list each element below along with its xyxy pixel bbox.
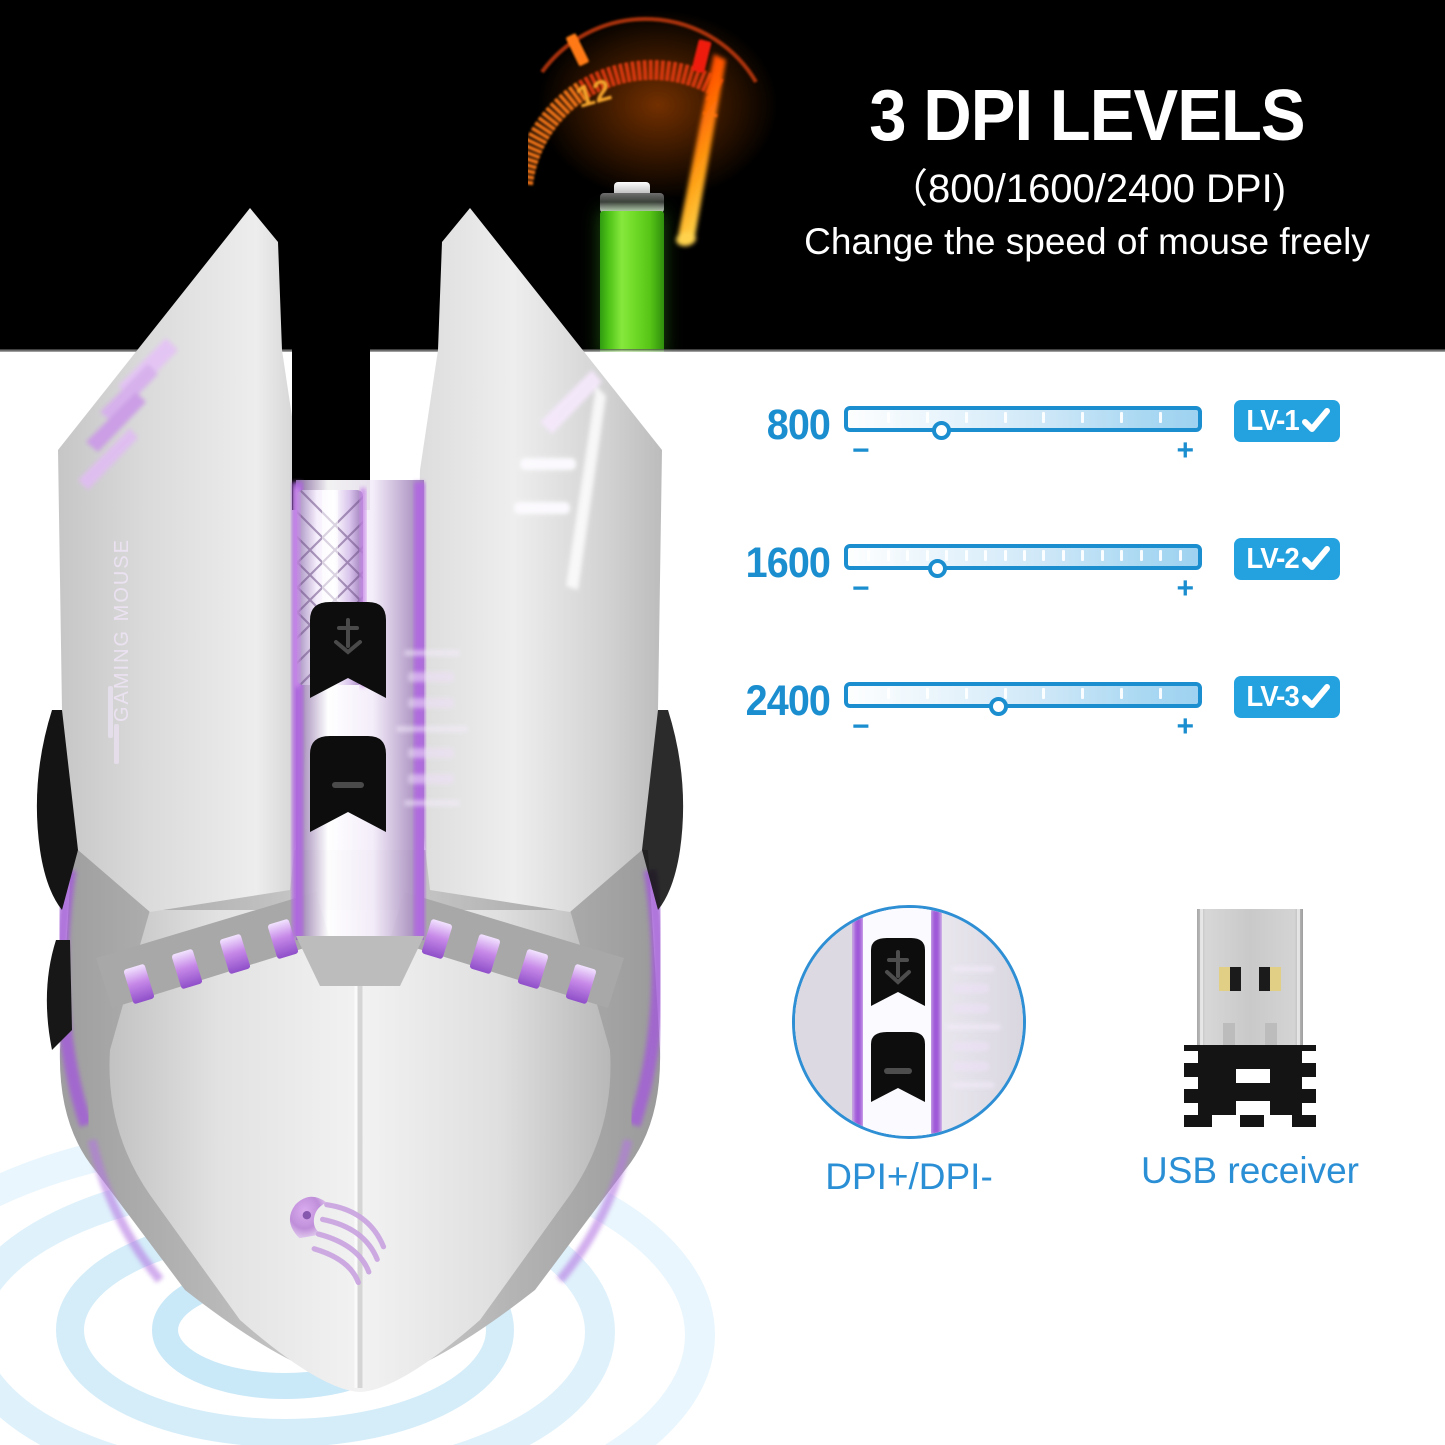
- decrease-sign: −: [852, 572, 870, 605]
- dpi-row: 1600 − + LV-2: [722, 530, 1445, 630]
- feature-callouts: DPI+/DPI-: [760, 905, 1420, 1235]
- slider-track[interactable]: [844, 544, 1202, 570]
- gaming-mouse-illustration: GAMING MOUSE: [36, 208, 684, 1392]
- page-title: 3 DPI LEVELS: [869, 76, 1305, 156]
- battery-cell: [600, 211, 664, 352]
- header-text-block: 3 DPI LEVELS （800/1600/2400 DPI) Change …: [742, 78, 1432, 266]
- dpi-value-label: 800: [766, 401, 831, 449]
- slider-thumb[interactable]: [931, 421, 951, 440]
- decrease-sign: −: [852, 434, 870, 467]
- dpi-plus-button: [310, 602, 386, 698]
- tagline: Change the speed of mouse freely: [804, 221, 1370, 262]
- gauge-needle: [676, 54, 726, 247]
- slider-ticks: [848, 548, 1198, 566]
- slider-ticks: [848, 686, 1198, 704]
- slider-ticks: [848, 410, 1198, 428]
- slider-thumb[interactable]: [988, 697, 1008, 716]
- dpi-slider[interactable]: − +: [844, 530, 1202, 610]
- increase-sign: +: [1176, 572, 1194, 605]
- dpi-values-subtitle: （800/1600/2400 DPI): [887, 167, 1287, 211]
- dpi-levels-panel: 800 − + LV-1 1600: [722, 382, 1445, 772]
- check-icon: [1302, 546, 1331, 570]
- battery-icon: [596, 182, 668, 352]
- dpi-level-label: LV-3: [1246, 681, 1299, 713]
- dpi-level-label: LV-2: [1246, 543, 1299, 575]
- zoom-circle: [792, 905, 1026, 1139]
- dpi-buttons-callout: DPI+/DPI-: [778, 905, 1040, 1199]
- increase-sign: +: [1176, 434, 1194, 467]
- usb-dongle: [1160, 905, 1340, 1133]
- dpi-slider[interactable]: − +: [844, 392, 1202, 472]
- decrease-sign: −: [852, 710, 870, 743]
- dpi-level-badge: LV-1: [1234, 400, 1341, 442]
- dpi-buttons-zoom-illustration: [795, 908, 1023, 1136]
- dpi-minus-button: [310, 736, 386, 832]
- mouse-brand-text: GAMING MOUSE: [111, 538, 133, 722]
- battery-collar: [600, 193, 664, 213]
- slider-thumb[interactable]: [928, 559, 948, 578]
- dpi-value-label: 1600: [745, 539, 831, 587]
- battery-cap: [614, 182, 650, 195]
- slider-track[interactable]: [844, 406, 1202, 432]
- dpi-level-badge: LV-2: [1234, 538, 1341, 580]
- brand-logo-icon: [289, 1196, 387, 1286]
- callout-label: DPI+/DPI-: [825, 1156, 993, 1197]
- dpi-row: 800 − + LV-1: [722, 392, 1445, 492]
- check-icon: [1302, 408, 1331, 432]
- speedometer-gauge: 12 1: [528, 10, 778, 260]
- led-strip-left: [96, 892, 330, 1008]
- dpi-row: 2400 − + LV-3: [722, 668, 1445, 768]
- led-strip-right: [390, 892, 624, 1008]
- callout-label: USB receiver: [1141, 1150, 1359, 1191]
- dpi-level-badge: LV-3: [1234, 676, 1341, 718]
- usb-receiver-callout: USB receiver: [1090, 905, 1410, 1193]
- usb-receiver-icon: [1184, 909, 1316, 1127]
- product-photo: GAMING MOUSE: [0, 150, 720, 1445]
- dpi-level-label: LV-1: [1246, 405, 1299, 437]
- dpi-slider[interactable]: − +: [844, 668, 1202, 748]
- dpi-indicator-glyphs: [396, 650, 468, 806]
- dpi-value-label: 2400: [745, 677, 831, 725]
- check-icon: [1302, 684, 1331, 708]
- slider-track[interactable]: [844, 682, 1202, 708]
- increase-sign: +: [1176, 710, 1194, 743]
